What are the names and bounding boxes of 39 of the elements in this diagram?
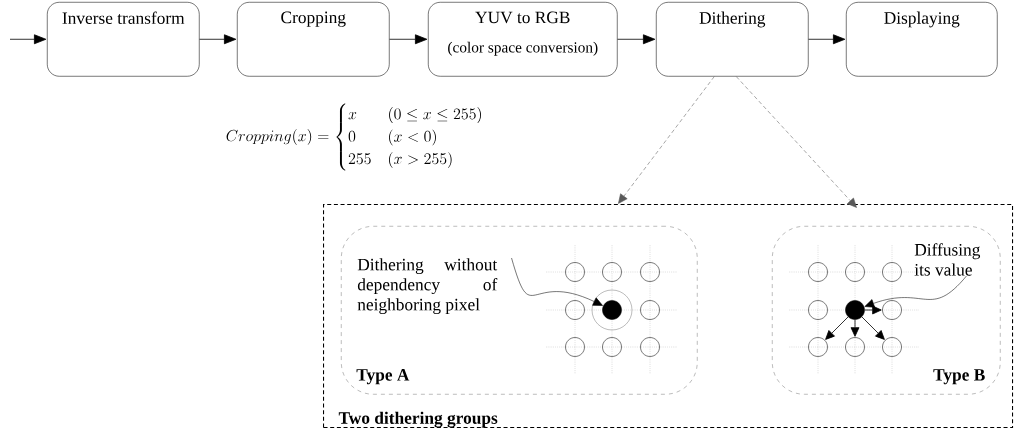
pixel-circle [808,300,828,320]
formula: $Cropping(x) = \begin{cases} x & (0 \le x \le 255) \\ 0 & (x < 0) \\ 255 & (x > 255) \end{cases}$ [226,103,481,171]
leader-arrow [511,257,603,306]
pixel-circle [808,337,828,357]
pixel-dot [602,300,622,320]
pixel-dot [845,300,865,320]
pixel-circle [882,337,902,357]
pixel-circle [602,337,622,357]
pixel-circle [565,262,585,282]
arrow [864,305,882,315]
arrow [808,34,846,45]
arrow [199,34,237,45]
pixel-circle [845,262,865,282]
process-box: Inverse transform [47,2,200,77]
arrow [389,34,428,45]
pixel-circle [640,337,660,357]
pixel-circle [845,337,865,357]
dashed-arrow [618,76,715,204]
arrow [617,34,656,45]
pixel-circle [565,300,585,320]
pixel-circle [640,300,660,320]
arrow [850,319,860,337]
annotation-text: Dithering without dependency of neighboring pixel [357,258,498,315]
pixel-circle [808,262,828,282]
pixel-circle [565,337,585,357]
pixel-circle [640,262,660,282]
annotation-text: Diffusing its value [914,243,981,276]
arrow [9,34,47,45]
arrow [861,316,885,340]
leader-arrow [864,275,967,308]
arrow [825,316,849,340]
process-box: YUV to RGB (color space conversion) [428,2,618,77]
process-box: Displaying [846,2,998,77]
pixel-circle [882,262,902,282]
dashed-arrow [736,76,857,208]
process-box: Cropping [237,2,390,77]
pixel-circle [602,262,622,282]
pixel-circle [882,300,902,320]
process-box: Dithering [656,2,809,77]
